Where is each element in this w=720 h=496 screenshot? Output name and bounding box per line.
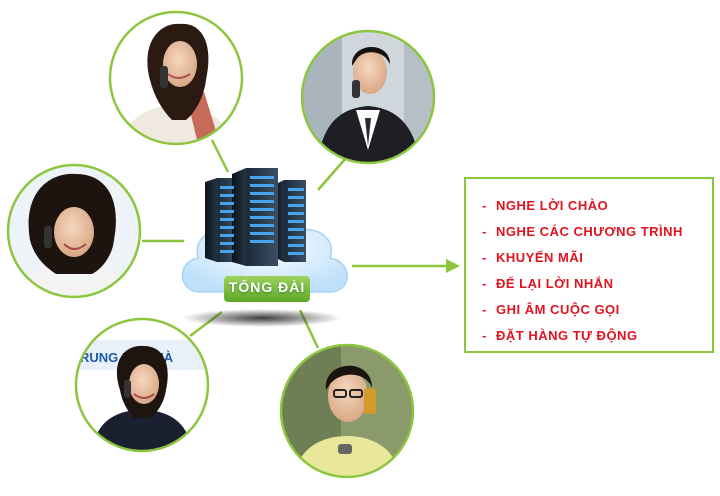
server-led-strip: [220, 250, 234, 253]
server-led-strip: [220, 234, 234, 237]
server-led-strip: [288, 204, 304, 207]
connector-top-left: [210, 139, 230, 173]
person-photo-man-top: [300, 29, 436, 165]
server-led-strip: [288, 212, 304, 215]
server-led-strip: [250, 232, 274, 235]
server-led-strip: [250, 184, 274, 187]
person-photo-woman-bottom-left: RUNG BẢO HÀ: [74, 317, 210, 453]
hub-label-plate: [224, 276, 310, 302]
server-led-strip: [220, 186, 234, 189]
feature-item-promotions: -KHUYẾN MÃI: [482, 245, 712, 271]
connector-top-right: [317, 157, 347, 191]
feature-label: KHUYẾN MÃI: [496, 250, 584, 265]
hub-switchboard: [181, 168, 348, 327]
feature-label: ĐỂ LẠI LỜI NHẮN: [496, 276, 614, 291]
feature-item-call-recording: -GHI ÂM CUỘC GỌI: [482, 297, 712, 323]
server-led-strip: [250, 240, 274, 243]
bullet-dash: -: [482, 224, 487, 239]
hub-label: TỔNG ĐÀI: [228, 279, 306, 295]
bullet-dash: -: [482, 198, 487, 213]
feature-label: ĐẶT HÀNG TỰ ĐỘNG: [496, 328, 638, 343]
photo-ring: [74, 317, 210, 453]
server-led-strip: [288, 188, 304, 191]
photo-ring: [6, 163, 142, 299]
feature-item-voicemail: -ĐỂ LẠI LỜI NHẮN: [482, 271, 712, 297]
feature-item-auto-ordering: -ĐẶT HÀNG TỰ ĐỘNG: [482, 323, 712, 349]
server-led-strip: [250, 176, 274, 179]
arrow-head-icon: [446, 259, 460, 273]
hub-shadow: [182, 309, 342, 327]
server-led-strip: [220, 218, 234, 221]
photo-ring: [300, 29, 436, 165]
server-led-strip: [288, 236, 304, 239]
connector-lines: [142, 139, 448, 349]
server-led-strip: [288, 244, 304, 247]
bullet-dash: -: [482, 328, 487, 343]
server-led-strip: [288, 252, 304, 255]
server-led-strip: [288, 228, 304, 231]
server-led-strip: [250, 224, 274, 227]
feature-item-programs: -NGHE CÁC CHƯƠNG TRÌNH: [482, 219, 712, 245]
feature-label: NGHE LỜI CHÀO: [496, 198, 609, 213]
person-photo-woman-top: [108, 10, 244, 146]
bullet-dash: -: [482, 250, 487, 265]
server-led-strip: [250, 208, 274, 211]
person-photo-woman-left: [6, 163, 142, 299]
server-led-strip: [220, 210, 234, 213]
features-box: -NGHE LỜI CHÀO -NGHE CÁC CHƯƠNG TRÌNH -K…: [464, 177, 714, 353]
server-led-strip: [220, 202, 234, 205]
features-list: -NGHE LỜI CHÀO -NGHE CÁC CHƯƠNG TRÌNH -K…: [466, 179, 712, 349]
server-led-strip: [220, 242, 234, 245]
server-led-strip: [220, 194, 234, 197]
server-rack-icon: [205, 168, 306, 266]
bullet-dash: -: [482, 302, 487, 317]
person-photo-man-bottom-right: [279, 343, 415, 479]
feature-item-greeting: -NGHE LỜI CHÀO: [482, 193, 712, 219]
server-led-strip: [220, 226, 234, 229]
photo-ring: [279, 343, 415, 479]
server-led-strip: [288, 220, 304, 223]
server-led-strip: [250, 192, 274, 195]
feature-label: GHI ÂM CUỘC GỌI: [496, 302, 620, 317]
server-led-strip: [288, 196, 304, 199]
server-led-strip: [250, 216, 274, 219]
photo-ring: [108, 10, 244, 146]
feature-label: NGHE CÁC CHƯƠNG TRÌNH: [496, 224, 683, 239]
bullet-dash: -: [482, 276, 487, 291]
server-led-strip: [250, 200, 274, 203]
